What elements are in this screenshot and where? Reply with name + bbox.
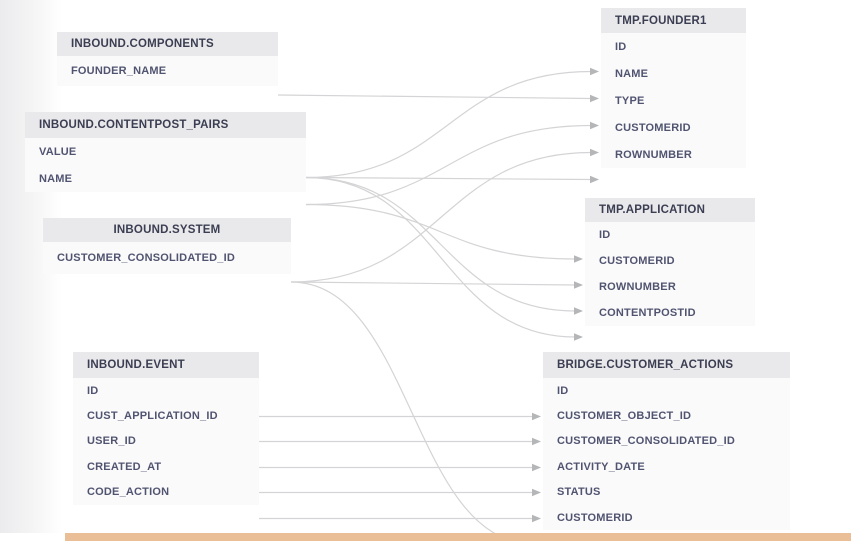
field-row-status[interactable]: STATUS	[557, 486, 601, 499]
arrowhead-icon	[590, 175, 599, 184]
table-contentpost_pairs: INBOUND.CONTENTPOST_PAIRS VALUE NAME	[25, 112, 306, 192]
table-title[interactable]: TMP.APPLICATION	[585, 198, 755, 222]
field-row-user_id[interactable]: USER_ID	[87, 435, 137, 448]
table-system: INBOUND.SYSTEM CUSTOMER_CONSOLIDATED_ID	[43, 218, 291, 274]
table-components: INBOUND.COMPONENTS FOUNDER_NAME	[57, 32, 278, 86]
arrowhead-icon	[532, 437, 541, 446]
field-row-customer_object_id[interactable]: CUSTOMER_OBJECT_ID	[557, 410, 692, 423]
table-body: VALUE NAME	[25, 138, 306, 192]
table-title[interactable]: BRIDGE.CUSTOMER_ACTIONS	[543, 352, 790, 378]
table-body: ID CUSTOMERID ROWNUMBER CONTENTPOSTID	[585, 222, 755, 326]
arrowhead-icon	[574, 307, 583, 315]
table-title[interactable]: INBOUND.COMPONENTS	[57, 32, 278, 56]
arrowhead-icon	[532, 514, 541, 523]
field-row-customerid[interactable]: CUSTOMERID	[615, 121, 691, 134]
table-event: INBOUND.EVENT ID CUST_APPLICATION_ID USER_I…	[73, 352, 259, 505]
table-title[interactable]: INBOUND.CONTENTPOST_PAIRS	[25, 112, 306, 138]
field-row-cust_application_id[interactable]: CUST_APPLICATION_ID	[87, 410, 218, 423]
field-row-rownumber[interactable]: ROWNUMBER	[599, 281, 676, 293]
arrowhead-icon	[574, 281, 583, 289]
field-row-name[interactable]: NAME	[39, 172, 73, 185]
lineage-edge[interactable]	[305, 176, 576, 312]
lineage-edge[interactable]	[305, 124, 592, 206]
lineage-edge[interactable]	[290, 281, 533, 541]
lineage-edge[interactable]	[305, 203, 576, 260]
field-row-created_at[interactable]: CREATED_AT	[87, 460, 162, 473]
field-row-id[interactable]: ID	[87, 384, 99, 397]
arrowhead-icon	[590, 67, 599, 76]
arrowhead-icon	[574, 333, 583, 341]
table-application: TMP.APPLICATION ID CUSTOMERID ROWNUMBER CONT…	[585, 198, 755, 326]
arrowhead-icon	[532, 488, 541, 497]
field-row-id[interactable]: ID	[599, 229, 611, 241]
table-title[interactable]: INBOUND.EVENT	[73, 352, 259, 378]
arrowhead-icon	[532, 463, 541, 472]
arrowhead-icon	[590, 94, 599, 103]
lineage-edge[interactable]	[277, 94, 592, 100]
lineage-edge[interactable]	[305, 176, 592, 181]
table-body: ID NAME TYPE CUSTOMERID ROWNUMBER	[601, 33, 746, 168]
table-title[interactable]: INBOUND.SYSTEM	[43, 218, 291, 242]
field-row-value[interactable]: VALUE	[39, 145, 77, 158]
table-body: FOUNDER_NAME	[57, 56, 278, 86]
arrowhead-icon	[532, 412, 541, 421]
table-body: CUSTOMER_CONSOLIDATED_ID	[43, 242, 291, 274]
lineage-edge[interactable]	[305, 176, 576, 338]
field-row-customer_consolidated_id[interactable]: CUSTOMER_CONSOLIDATED_ID	[557, 435, 735, 448]
table-bridge: BRIDGE.CUSTOMER_ACTIONS ID CUSTOMER_OBJECT…	[543, 352, 790, 531]
field-row-id[interactable]: ID	[615, 40, 627, 53]
arrowhead-icon	[590, 148, 599, 157]
field-row-activity_date[interactable]: ACTIVITY_DATE	[557, 460, 645, 473]
field-row-code_action[interactable]: CODE_ACTION	[87, 486, 170, 499]
field-row-rownumber[interactable]: ROWNUMBER	[615, 148, 692, 161]
arrowhead-icon	[590, 121, 599, 130]
field-row-id[interactable]: ID	[557, 384, 569, 397]
arrowhead-icon	[574, 255, 583, 263]
field-row-contentpostid[interactable]: CONTENTPOSTID	[599, 307, 696, 319]
lineage-edge[interactable]	[290, 281, 576, 286]
table-title[interactable]: TMP.FOUNDER1	[601, 8, 746, 33]
lineage-edge[interactable]	[305, 70, 592, 179]
horizontal-scrollbar[interactable]	[65, 533, 851, 541]
table-body: ID CUSTOMER_OBJECT_ID CUSTOMER_CONSOLIDATE…	[543, 378, 790, 531]
field-row-customer_consolidated_id[interactable]: CUSTOMER_CONSOLIDATED_ID	[57, 252, 235, 264]
table-body: ID CUST_APPLICATION_ID USER_ID CREATED_AT CO…	[73, 378, 259, 505]
field-row-customerid[interactable]: CUSTOMERID	[557, 511, 633, 524]
field-row-type[interactable]: TYPE	[615, 94, 645, 107]
field-row-founder_name[interactable]: FOUNDER_NAME	[71, 65, 167, 77]
field-row-name[interactable]: NAME	[615, 67, 649, 80]
lineage-edge[interactable]	[290, 151, 592, 283]
field-row-customerid[interactable]: CUSTOMERID	[599, 255, 675, 267]
